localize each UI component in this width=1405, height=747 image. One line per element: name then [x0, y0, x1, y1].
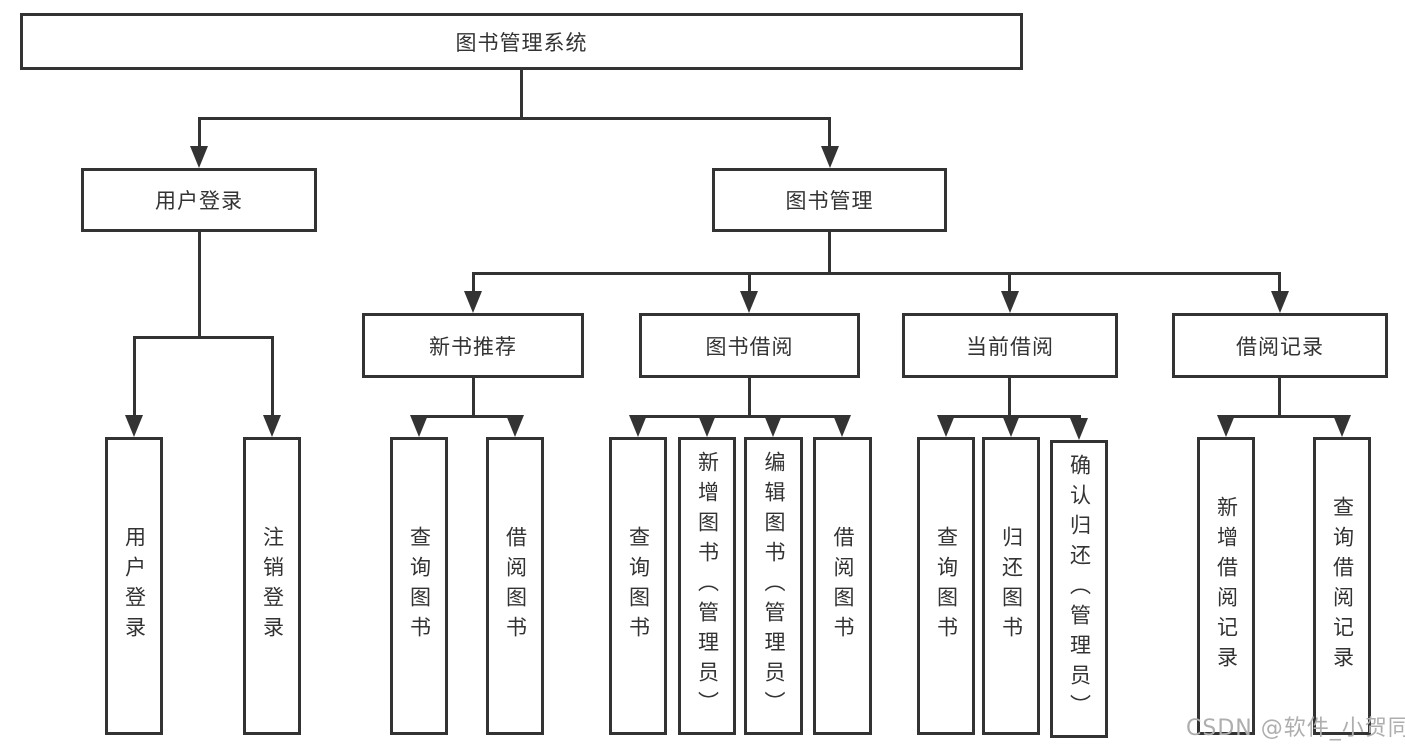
leaf-label: 查询图书: [407, 526, 432, 646]
leaf-query-books-borrowing: 查询图书: [609, 437, 667, 735]
leaf-label: 新增图书（管理员）: [695, 451, 720, 721]
arrow-down-icon: [698, 415, 716, 437]
arrow-down-icon: [506, 415, 524, 437]
node-book-borrowing: 图书借阅: [639, 313, 860, 378]
connector-stem: [472, 272, 475, 294]
arrow-down-icon: [740, 291, 758, 313]
node-borrowing-records: 借阅记录: [1172, 313, 1388, 378]
leaf-label: 确认归还（管理员）: [1067, 454, 1092, 724]
connector-stem: [748, 272, 751, 294]
connector-stem: [748, 378, 751, 418]
leaf-borrow-books-recommend: 借阅图书: [486, 437, 544, 735]
connector-stem: [828, 117, 831, 148]
arrow-down-icon: [125, 415, 143, 437]
arrow-down-icon: [1002, 415, 1020, 437]
connector-book-mgmt-trunk: [828, 232, 831, 275]
arrow-down-icon: [937, 415, 955, 437]
leaf-query-borrow-record: 查询借阅记录: [1313, 437, 1371, 735]
connector-stem: [198, 117, 201, 148]
leaf-label: 借阅图书: [831, 526, 856, 646]
arrow-down-icon: [629, 415, 647, 437]
leaf-query-books-current: 查询图书: [917, 437, 975, 735]
arrow-down-icon: [1001, 291, 1019, 313]
node-user-login: 用户登录: [81, 168, 317, 232]
connector-user-login-trunk: [198, 232, 201, 339]
connector-group-bar: [1224, 415, 1344, 418]
node-new-book-recommendation: 新书推荐: [362, 313, 584, 378]
connector-stem: [1008, 378, 1011, 418]
arrow-down-icon: [410, 415, 428, 437]
leaf-return-books: 归还图书: [982, 437, 1040, 735]
connector-group-bar: [418, 415, 518, 418]
leaf-add-books-admin: 新增图书（管理员）: [678, 437, 736, 735]
connector-level3-bar: [472, 272, 1281, 275]
leaf-label: 借阅图书: [503, 526, 528, 646]
connector-stem: [133, 336, 136, 418]
arrow-down-icon: [821, 146, 839, 168]
arrow-down-icon: [833, 415, 851, 437]
connector-group-bar: [636, 415, 844, 418]
arrow-down-icon: [1333, 415, 1351, 437]
arrow-down-icon: [263, 415, 281, 437]
connector-stem: [1008, 272, 1011, 294]
leaf-add-borrow-record: 新增借阅记录: [1197, 437, 1255, 735]
node-book-management: 图书管理: [712, 168, 947, 232]
arrow-down-icon: [1070, 418, 1088, 440]
leaf-query-books-recommend: 查询图书: [390, 437, 448, 735]
connector-stem: [1278, 378, 1281, 418]
connector-stem: [271, 336, 274, 418]
connector-stem: [1278, 272, 1281, 294]
leaf-label: 查询图书: [626, 526, 651, 646]
arrow-down-icon: [1217, 415, 1235, 437]
leaf-confirm-return-admin: 确认归还（管理员）: [1050, 440, 1108, 738]
arrow-down-icon: [190, 146, 208, 168]
arrow-down-icon: [1271, 291, 1289, 313]
leaf-label: 用户登录: [122, 526, 147, 646]
connector-user-login-bar: [133, 336, 274, 339]
node-current-borrowing: 当前借阅: [902, 313, 1118, 378]
connector-stem: [472, 378, 475, 418]
leaf-logout: 注销登录: [243, 437, 301, 735]
connector-level2-bar: [198, 117, 831, 120]
leaf-label: 注销登录: [260, 526, 285, 646]
leaf-label: 查询图书: [934, 526, 959, 646]
leaf-label: 新增借阅记录: [1214, 496, 1239, 676]
leaf-user-login: 用户登录: [105, 437, 163, 735]
leaf-borrow-books-borrowing: 借阅图书: [813, 437, 872, 735]
arrow-down-icon: [764, 415, 782, 437]
leaf-label: 查询借阅记录: [1330, 496, 1355, 676]
leaf-label: 编辑图书（管理员）: [762, 451, 787, 721]
node-root: 图书管理系统: [20, 13, 1023, 70]
leaf-edit-books-admin: 编辑图书（管理员）: [744, 437, 803, 735]
leaf-label: 归还图书: [999, 526, 1024, 646]
arrow-down-icon: [464, 291, 482, 313]
csdn-watermark: CSDN @软件_小贺同学: [1186, 716, 1405, 741]
connector-root-trunk: [520, 70, 523, 118]
